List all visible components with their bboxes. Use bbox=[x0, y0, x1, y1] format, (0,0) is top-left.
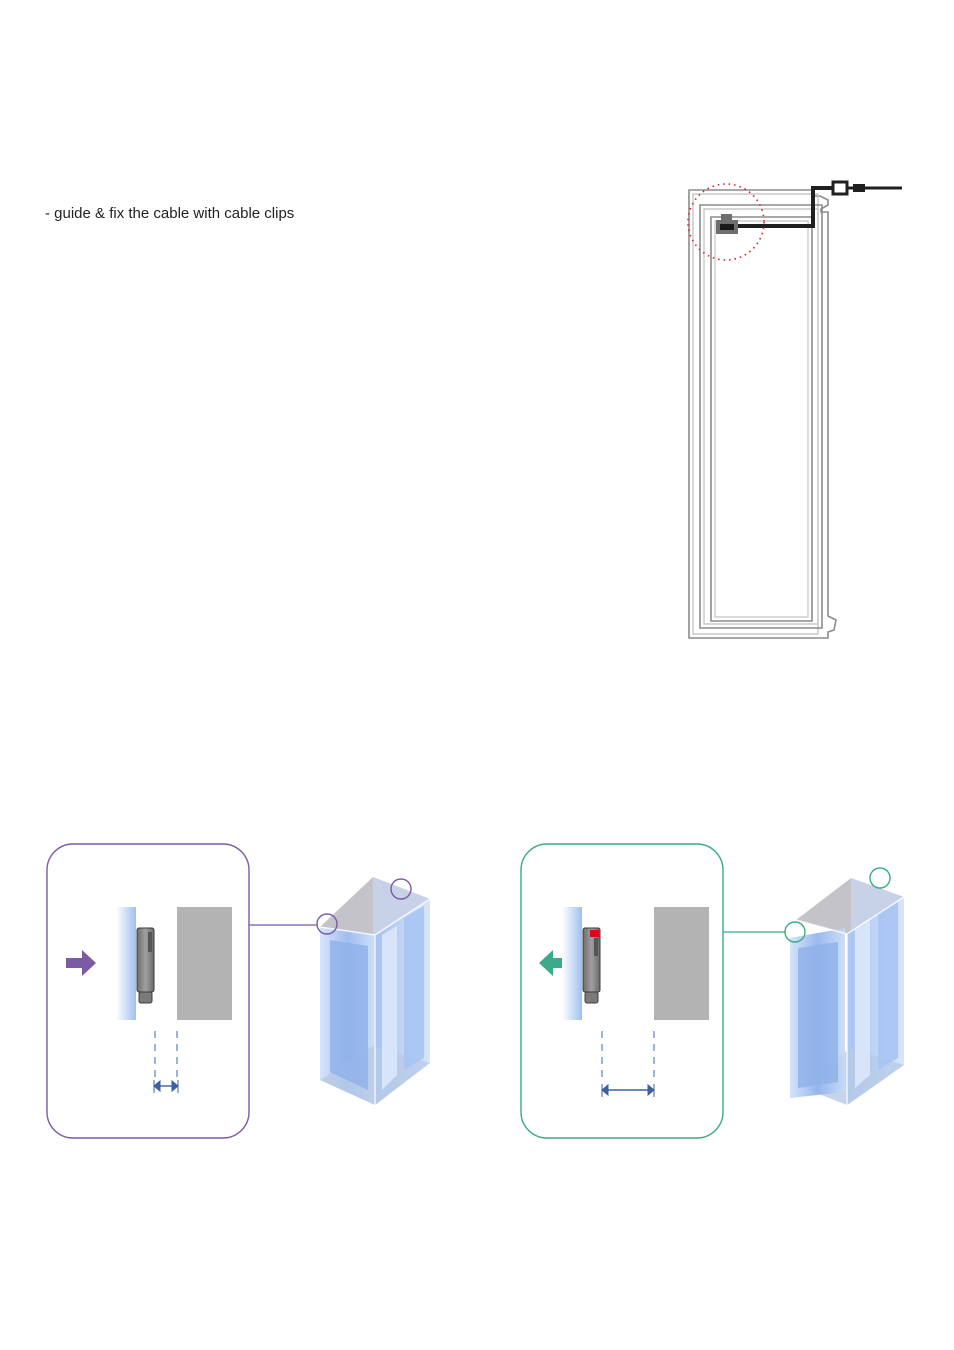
door-frame-diagram bbox=[688, 182, 902, 638]
middle-frame bbox=[700, 205, 822, 628]
detail-panel-closed bbox=[47, 844, 317, 1138]
door-plate bbox=[654, 907, 709, 1020]
wall-surface bbox=[116, 907, 136, 1020]
detail-panel-open bbox=[521, 844, 785, 1138]
cable-connector bbox=[833, 182, 847, 194]
highlight-circle-top bbox=[870, 868, 890, 888]
sensor-led-red bbox=[590, 930, 599, 937]
door-plate bbox=[177, 907, 232, 1020]
cabinet-open bbox=[785, 868, 904, 1105]
cabinet-closed bbox=[317, 877, 430, 1105]
magnet-sensor bbox=[137, 928, 154, 1003]
wall-surface bbox=[562, 907, 582, 1020]
magnet-sensor bbox=[583, 928, 600, 1003]
inner-frame bbox=[711, 217, 812, 621]
